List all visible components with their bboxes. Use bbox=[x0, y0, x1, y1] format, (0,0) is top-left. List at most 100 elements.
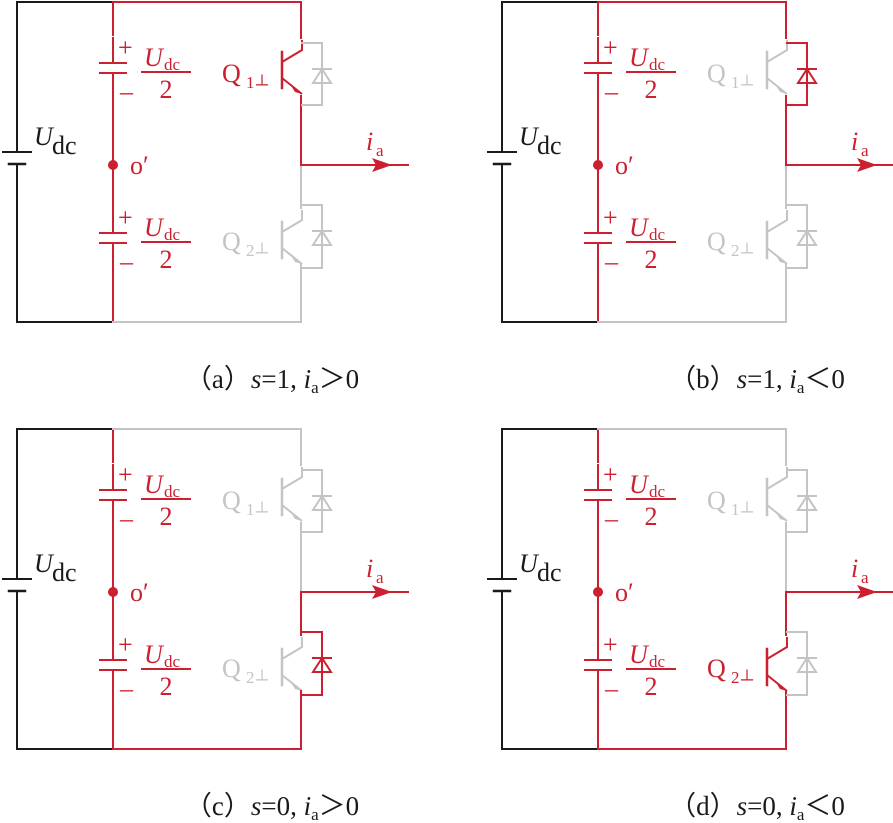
panel-c-q1-collector bbox=[281, 467, 303, 490]
panel-a-ia-i: i bbox=[366, 127, 373, 156]
panel-c-caption-s: s bbox=[251, 791, 262, 821]
panel-a-lower-fraction-half-label: 2 bbox=[160, 245, 173, 274]
panel-a-midpoint-label: o′ bbox=[130, 151, 149, 180]
panel-a-upper-fraction-dc-sub: dc bbox=[164, 55, 181, 74]
panel-a-q2-sub: 2 bbox=[246, 241, 255, 260]
panel-b-cap-lower-minus: – bbox=[604, 247, 619, 276]
panel-d-q1-collector bbox=[766, 467, 788, 490]
panel-c-upper-fraction-u-label: U bbox=[144, 470, 165, 499]
panel-d-lower-fraction-u-label: U bbox=[629, 640, 650, 669]
panel-b-cap-upper-plus: + bbox=[603, 33, 618, 62]
panel-c-d1-loop bbox=[301, 469, 323, 533]
panel-b-output-arrow-icon bbox=[857, 158, 877, 172]
panel-d-upper-fraction-dc-sub: dc bbox=[649, 482, 666, 501]
panel-a-caption-open: （a） bbox=[185, 364, 251, 394]
panel-c-q2-collector bbox=[281, 637, 303, 660]
panel-b-udc-u: U bbox=[519, 122, 540, 151]
panel-c-left-bottom-wire bbox=[16, 599, 113, 750]
panel-a-caption-rel: ＞0 bbox=[319, 364, 360, 394]
panel-b-caption-sub: a bbox=[797, 378, 805, 397]
panel-c-lower-fraction-dc-sub: dc bbox=[164, 652, 181, 671]
panel-d-cap-upper-minus: – bbox=[604, 504, 619, 533]
panel-d-left-top-wire bbox=[501, 428, 598, 572]
panel-b-left-bottom-wire bbox=[501, 172, 598, 323]
panel-c-cap-lower-plus: + bbox=[118, 630, 133, 659]
panel-d-q2-collector bbox=[766, 637, 788, 660]
panel-d-caption-i: i bbox=[789, 791, 797, 821]
panel-c-ia-sub: a bbox=[376, 568, 384, 587]
panel-d-d2-triangle-icon bbox=[796, 656, 818, 673]
panel-c-q1-label: Q bbox=[222, 486, 241, 515]
panel-d-upper-fraction-half-label: 2 bbox=[645, 502, 658, 531]
panel-a-q2-label: Q bbox=[222, 227, 241, 256]
panel-c-cap-upper-minus: – bbox=[119, 504, 134, 533]
panel-b-d1-loop bbox=[786, 42, 808, 106]
panel-b-q1-sub: 1 bbox=[731, 73, 740, 92]
panel-a-q1-sub: 1 bbox=[246, 73, 255, 92]
panel-c-caption-s_eq: =0, bbox=[261, 791, 303, 821]
panel-d-midpoint-dot-icon bbox=[593, 587, 603, 597]
panel-d-caption-rel: ＜0 bbox=[804, 791, 845, 821]
panel-c-left-top-wire bbox=[16, 428, 113, 572]
panel-b-d2-loop bbox=[786, 204, 808, 269]
panel-c-d2-loop bbox=[301, 631, 323, 696]
panel-a-caption-text: （a）s=1, ia＞0 bbox=[185, 364, 359, 397]
panel-b-lower-fraction-half-label: 2 bbox=[645, 245, 658, 274]
panel-c-d1-triangle-icon bbox=[311, 494, 333, 511]
panel-d-caption-sub: a bbox=[797, 805, 805, 823]
panel-b-caption-rel: ＜0 bbox=[804, 364, 845, 394]
panel-a-upper-fraction-u-label: U bbox=[144, 43, 165, 72]
panel-d-left-bottom-wire bbox=[501, 599, 598, 750]
panel-a-left-top-wire bbox=[16, 1, 113, 145]
panel-d-d1-loop bbox=[786, 469, 808, 533]
panel-a-q1-collector bbox=[281, 40, 303, 63]
panel-c-cap-lower-minus: – bbox=[119, 674, 134, 703]
panel-c-lower-fraction-u-label: U bbox=[144, 640, 165, 669]
panel-a-d2-triangle-icon bbox=[311, 229, 333, 246]
panel-c-q1-gate-mark: ┴ bbox=[255, 501, 269, 521]
panel-a-q2-collector bbox=[281, 210, 303, 233]
panel-a-left-bottom-wire bbox=[16, 172, 113, 323]
panel-d-cap-upper-plus: + bbox=[603, 460, 618, 489]
panel-a-caption-i: i bbox=[304, 364, 312, 394]
panel-b-q1-collector bbox=[766, 40, 788, 63]
panel-a-q1-gate-mark: ┴ bbox=[255, 74, 269, 94]
panel-c-caption-text: （c）s=0, ia＞0 bbox=[185, 791, 359, 823]
panel-c-caption-sub: a bbox=[311, 805, 319, 823]
panel-c-output-arrow-icon bbox=[372, 585, 392, 599]
panel-b-d1-triangle-icon bbox=[796, 67, 818, 84]
panel-b-d2-triangle-icon bbox=[796, 229, 818, 246]
panel-b-cap-upper-minus: – bbox=[604, 77, 619, 106]
panel-a-d1-loop bbox=[301, 42, 323, 106]
panel-a-lower-fraction-dc-sub: dc bbox=[164, 225, 181, 244]
panel-a-q2-emitter-arrow-icon bbox=[290, 254, 302, 264]
panel-b-q2-sub: 2 bbox=[731, 241, 740, 260]
panel-d-lower-fraction-half-label: 2 bbox=[645, 672, 658, 701]
panel-b-q2-label: Q bbox=[707, 227, 726, 256]
panel-c-q1-sub: 1 bbox=[246, 500, 255, 519]
panel-d-udc-dc: dc bbox=[537, 558, 562, 587]
panel-b-midpoint-dot-icon bbox=[593, 160, 603, 170]
panel-d-ia-i: i bbox=[851, 554, 858, 583]
panel-b-caption-s_eq: =1, bbox=[747, 364, 789, 394]
panel-d-midpoint-label: o′ bbox=[615, 578, 634, 607]
panel-d-ia-sub: a bbox=[861, 568, 869, 587]
panel-a-caption: （a）s=1, ia＞0 bbox=[185, 364, 359, 397]
panel-b-q2-collector bbox=[766, 210, 788, 233]
panel-c-q2-label: Q bbox=[222, 654, 241, 683]
panel-d-q2-emitter-arrow-icon bbox=[775, 681, 787, 691]
panel-b-ia-i: i bbox=[851, 127, 858, 156]
panel-b-caption-text: （b）s=1, ia＜0 bbox=[669, 364, 845, 397]
panel-a-cap-upper-plus: + bbox=[118, 33, 133, 62]
panel-d-caption-s: s bbox=[737, 791, 748, 821]
panel-c-caption-i: i bbox=[304, 791, 312, 821]
panel-a-d2-loop bbox=[301, 204, 323, 269]
panel-d-q1-sub: 1 bbox=[731, 500, 740, 519]
panel-d-d2-loop bbox=[786, 631, 808, 696]
panel-a-udc-u: U bbox=[34, 122, 55, 151]
panel-c-q2-emitter-arrow-icon bbox=[290, 681, 302, 691]
